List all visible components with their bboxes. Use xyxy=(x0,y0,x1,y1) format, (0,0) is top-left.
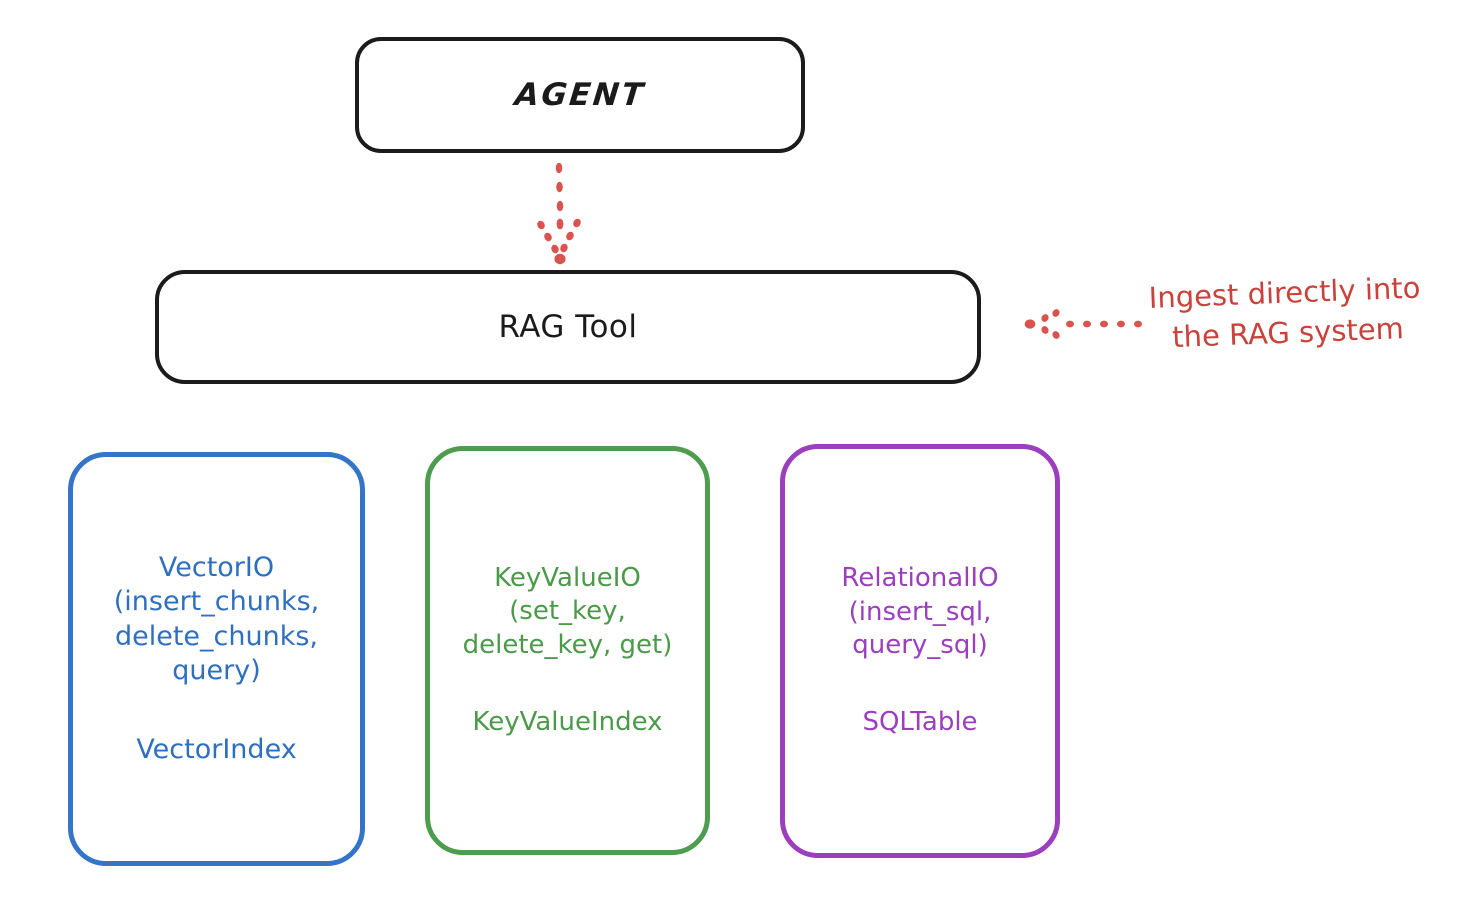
node-key-value-io-index: KeyValueIndex xyxy=(472,706,663,737)
node-relational-io-api-line-3: query_sql) xyxy=(852,630,988,660)
node-rag-tool-label: RAG Tool xyxy=(498,309,638,345)
node-vector-io-api-line-3: delete_chunks, xyxy=(114,620,319,652)
node-agent[interactable]: AGENT xyxy=(355,37,805,153)
node-vector-io-api: VectorIO (insert_chunks, delete_chunks, … xyxy=(73,551,360,689)
node-relational-io-api: RelationalIO (insert_sql, query_sql) xyxy=(785,562,1055,662)
node-vector-io-index: VectorIndex xyxy=(136,733,297,765)
node-vector-io[interactable]: VectorIO (insert_chunks, delete_chunks, … xyxy=(68,452,365,866)
connector-ingest-dotted-arrow-icon xyxy=(1024,309,1142,339)
annotation-ingest: Ingest directly into the RAG system xyxy=(1148,265,1481,358)
node-key-value-io-api-line-1: KeyValueIO xyxy=(494,562,641,593)
node-key-value-io-api: KeyValueIO (set_key, delete_key, get) xyxy=(430,562,705,662)
node-relational-io-api-line-2: (insert_sql, xyxy=(848,596,992,627)
node-vector-io-api-line-2: (insert_chunks, xyxy=(113,586,320,618)
node-key-value-io-api-line-3: delete_key, get) xyxy=(462,629,673,660)
connector-agent-to-rag-tool-dotted-arrow-icon xyxy=(537,162,581,265)
node-relational-io[interactable]: RelationalIO (insert_sql, query_sql) SQL… xyxy=(780,444,1060,858)
node-relational-io-api-line-1: RelationalIO xyxy=(841,563,999,594)
node-rag-tool[interactable]: RAG Tool xyxy=(155,270,981,384)
node-agent-label: AGENT xyxy=(512,77,647,113)
node-key-value-io-api-line-2: (set_key, xyxy=(509,596,626,627)
node-vector-io-api-line-1: VectorIO xyxy=(158,551,275,583)
node-vector-io-api-line-4: query) xyxy=(172,655,261,687)
node-key-value-io[interactable]: KeyValueIO (set_key, delete_key, get) Ke… xyxy=(425,446,710,855)
node-relational-io-index: SQLTable xyxy=(862,707,978,738)
